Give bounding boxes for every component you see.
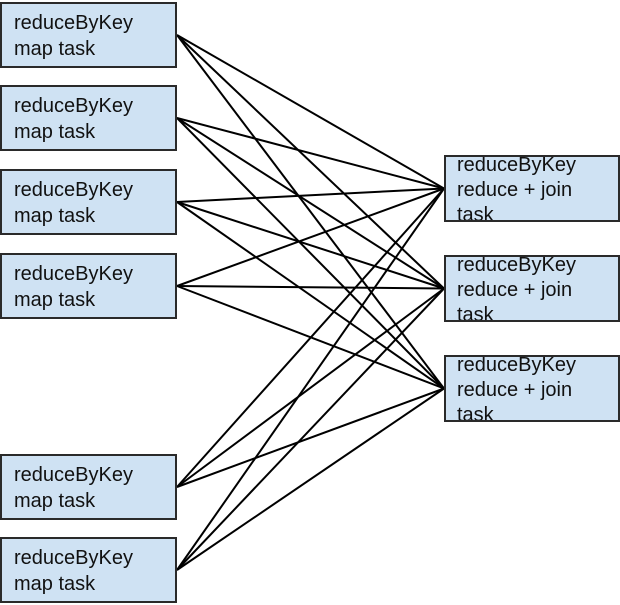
reduce-task-suffix: task xyxy=(457,304,494,322)
shuffle-edge xyxy=(176,201,445,290)
map-task-title: reduceByKey xyxy=(14,95,133,117)
map-task-label: map task xyxy=(14,38,96,60)
reduce-task-box: reduceByKey reduce + join task xyxy=(444,255,620,322)
map-task-box: reduceByKey map task xyxy=(0,537,177,603)
shuffle-edge xyxy=(176,34,445,390)
map-task-label: map task xyxy=(14,121,96,143)
shuffle-edge xyxy=(176,117,445,290)
shuffle-edge xyxy=(176,187,445,203)
map-task-box: reduceByKey map task xyxy=(0,85,177,151)
map-task-box: reduceByKey map task xyxy=(0,2,177,68)
shuffle-edge xyxy=(176,187,445,287)
reduce-task-title: reduceByKey xyxy=(457,255,576,276)
map-task-title: reduceByKey xyxy=(14,12,133,34)
reduce-task-label: reduce + join xyxy=(457,379,573,401)
shuffle-edge xyxy=(176,117,445,190)
shuffle-edge xyxy=(176,117,445,390)
shuffle-edge xyxy=(176,34,445,290)
map-task-label: map task xyxy=(14,490,96,512)
shuffle-edge xyxy=(176,387,445,488)
shuffle-edge xyxy=(176,201,445,390)
shuffle-edge xyxy=(176,287,445,488)
map-task-label: map task xyxy=(14,205,96,227)
reduce-task-suffix: task xyxy=(457,204,494,222)
map-task-title: reduceByKey xyxy=(14,464,133,486)
shuffle-edge xyxy=(176,34,445,190)
reduce-task-label: reduce + join xyxy=(457,179,573,201)
map-task-label: map task xyxy=(14,289,96,311)
map-task-box: reduceByKey map task xyxy=(0,169,177,235)
map-task-box: reduceByKey map task xyxy=(0,253,177,319)
reduce-task-suffix: task xyxy=(457,404,494,422)
reduce-task-title: reduceByKey xyxy=(457,355,576,376)
shuffle-edge xyxy=(176,285,445,290)
reduce-task-label: reduce + join xyxy=(457,279,573,301)
shuffle-edge xyxy=(176,187,445,571)
reduce-task-title: reduceByKey xyxy=(457,155,576,176)
map-task-title: reduceByKey xyxy=(14,263,133,285)
reduce-task-box: reduceByKey reduce + join task xyxy=(444,355,620,422)
shuffle-edge xyxy=(176,187,445,488)
shuffle-edge xyxy=(176,387,445,571)
reduce-task-box: reduceByKey reduce + join task xyxy=(444,155,620,222)
map-task-box: reduceByKey map task xyxy=(0,454,177,520)
shuffle-edge xyxy=(176,287,445,571)
map-task-title: reduceByKey xyxy=(14,179,133,201)
map-task-label: map task xyxy=(14,573,96,595)
map-task-title: reduceByKey xyxy=(14,547,133,569)
